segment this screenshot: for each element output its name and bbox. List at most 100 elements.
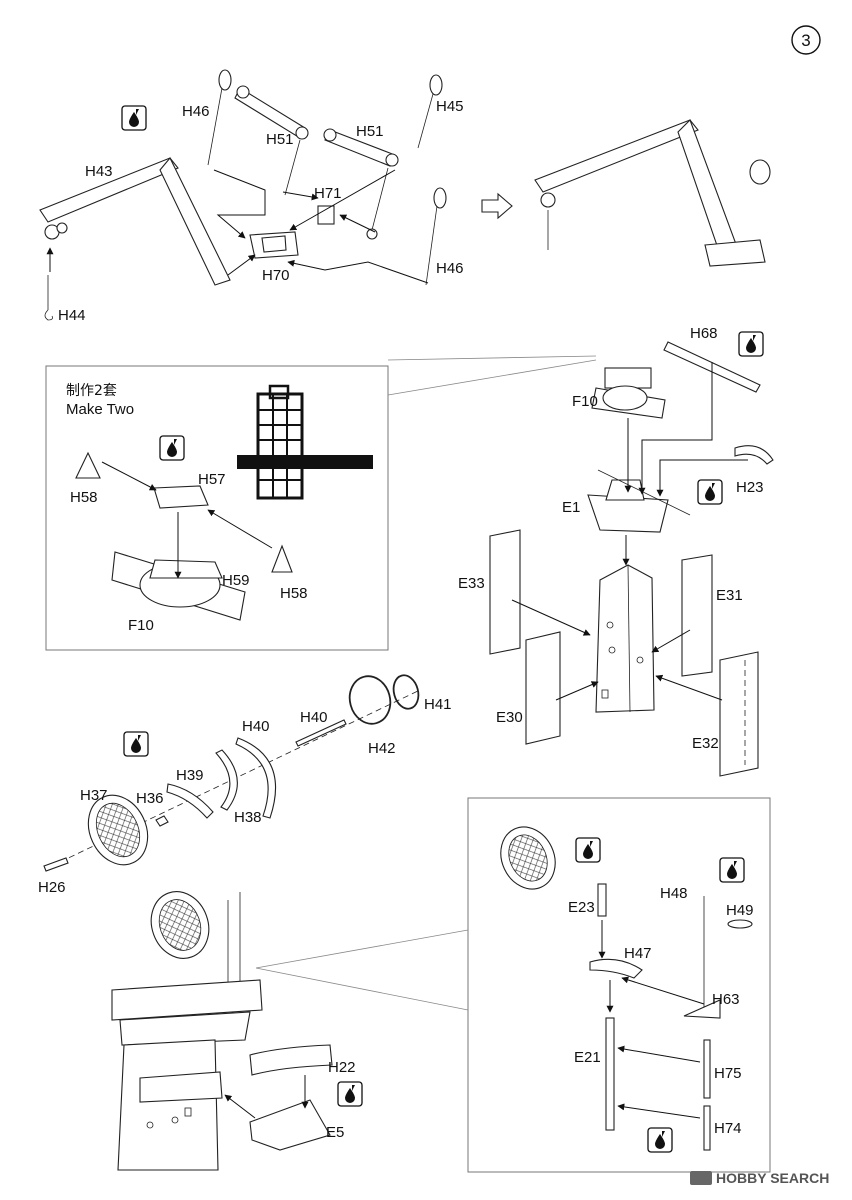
label-f10-mast: F10	[572, 393, 598, 410]
crane-section: H46 H43 H51 H51 H45 H71 H70 H46 H44	[39, 69, 771, 324]
label-h40-arc: H40	[242, 718, 270, 735]
crane-assembled	[534, 119, 771, 267]
label-h23: H23	[736, 479, 764, 496]
label-h51-left: H51	[266, 131, 294, 148]
label-h48: H48	[660, 885, 688, 902]
paint-drop-icon	[697, 479, 723, 505]
frame-h51-left	[234, 85, 309, 196]
paint-drop-icon	[575, 837, 601, 863]
watermark-text: HOBBY SEARCH	[716, 1170, 829, 1186]
paint-drop-icon	[121, 105, 147, 131]
bracket-h63	[683, 999, 721, 1019]
part-h40-rod	[295, 719, 347, 747]
frame-h51-right	[323, 128, 399, 240]
platform-e1	[587, 469, 691, 533]
label-h63: H63	[712, 991, 740, 1008]
label-h22: H22	[328, 1059, 356, 1076]
radar-dish-h37	[87, 794, 149, 866]
panel-e32	[719, 651, 759, 777]
label-f10-inset: F10	[128, 617, 154, 634]
label-e30: E30	[496, 709, 523, 726]
assembly-arrow-icon	[481, 192, 513, 220]
mast-assembled	[111, 891, 263, 1171]
label-h39: H39	[176, 767, 204, 784]
label-e21: E21	[574, 1049, 601, 1066]
paint-drop-icon	[337, 1081, 363, 1107]
radar-dish-detail	[500, 826, 556, 890]
step-number-badge: 3	[791, 25, 821, 55]
label-h49: H49	[726, 902, 754, 919]
crane-base-h70	[249, 231, 299, 259]
post-e23	[597, 883, 607, 917]
label-h44: H44	[58, 307, 86, 324]
label-h71: H71	[314, 185, 342, 202]
label-e1: E1	[562, 499, 580, 516]
mast-tower	[595, 564, 655, 713]
link-arm-h46-left	[207, 69, 232, 166]
crane-boom-h43	[39, 156, 231, 286]
part-h58-right	[271, 544, 293, 573]
paint-drop-icon	[647, 1127, 673, 1153]
watermark: HOBBY SEARCH	[690, 1170, 829, 1186]
ladder-h75	[703, 1039, 711, 1099]
make-two-title-en: Make Two	[66, 401, 134, 418]
label-h58-right: H58	[280, 585, 308, 602]
part-f10-top	[591, 367, 666, 419]
label-e5: E5	[326, 1124, 344, 1141]
railing-h23	[734, 445, 774, 465]
part-f10-assembly	[111, 551, 246, 621]
label-h47: H47	[624, 945, 652, 962]
label-h38: H38	[234, 809, 262, 826]
part-h40-arc	[235, 737, 277, 819]
label-h57: H57	[198, 471, 226, 488]
label-h46-right: H46	[436, 260, 464, 277]
part-h39	[166, 783, 214, 819]
part-h49	[727, 919, 753, 929]
link-arm-h45	[417, 74, 443, 149]
ladder-h74	[703, 1105, 711, 1151]
label-h68: H68	[690, 325, 718, 342]
label-h42: H42	[368, 740, 396, 757]
label-h51-right: H51	[356, 123, 384, 140]
part-h26	[43, 857, 69, 872]
panel-e30	[525, 631, 561, 745]
make-two-title-cn: 制作2套	[66, 383, 117, 399]
paint-drop-icon	[123, 731, 149, 757]
label-h70: H70	[262, 267, 290, 284]
label-h75: H75	[714, 1065, 742, 1082]
label-h45: H45	[436, 98, 464, 115]
make-two-panel: 制作2套 Make Two H58 H57 H59	[45, 355, 597, 651]
label-h74: H74	[714, 1120, 742, 1137]
railing-h22	[249, 1044, 333, 1076]
paint-drop-icon	[738, 331, 764, 357]
label-e23: E23	[568, 899, 595, 916]
label-h59: H59	[222, 572, 250, 589]
part-h38	[215, 749, 238, 811]
mast-e21	[605, 1017, 615, 1131]
mast-section: H68 F10 E1 H23 E33 E31 E30 E32	[458, 325, 774, 777]
part-h36	[155, 815, 169, 827]
detail-panel: E23 H48 H49 H47 H63 E21 H75 H74	[255, 797, 771, 1173]
panel-e31	[681, 554, 713, 677]
bracket-h71	[317, 205, 335, 225]
ring-h41	[392, 674, 420, 710]
label-h36: H36	[136, 790, 164, 807]
paint-drop-icon	[719, 857, 745, 883]
label-h43: H43	[85, 163, 113, 180]
label-h41: H41	[424, 696, 452, 713]
watermark-logo-icon	[690, 1171, 712, 1185]
label-e32: E32	[692, 735, 719, 752]
ring-h42	[348, 675, 392, 725]
step-number: 3	[801, 31, 810, 50]
link-arm-h46-right	[425, 187, 447, 286]
label-e31: E31	[716, 587, 743, 604]
pe-fret-h57	[237, 384, 373, 500]
label-h26: H26	[38, 879, 66, 896]
radar-section: H41 H40 H40 H42 H39 H37 H36 H38 H26	[38, 674, 452, 896]
final-assembly-section: H22 E5	[111, 891, 363, 1171]
hook-h44	[44, 275, 53, 321]
label-h46-left: H46	[182, 103, 210, 120]
label-h40-top: H40	[300, 709, 328, 726]
label-e33: E33	[458, 575, 485, 592]
